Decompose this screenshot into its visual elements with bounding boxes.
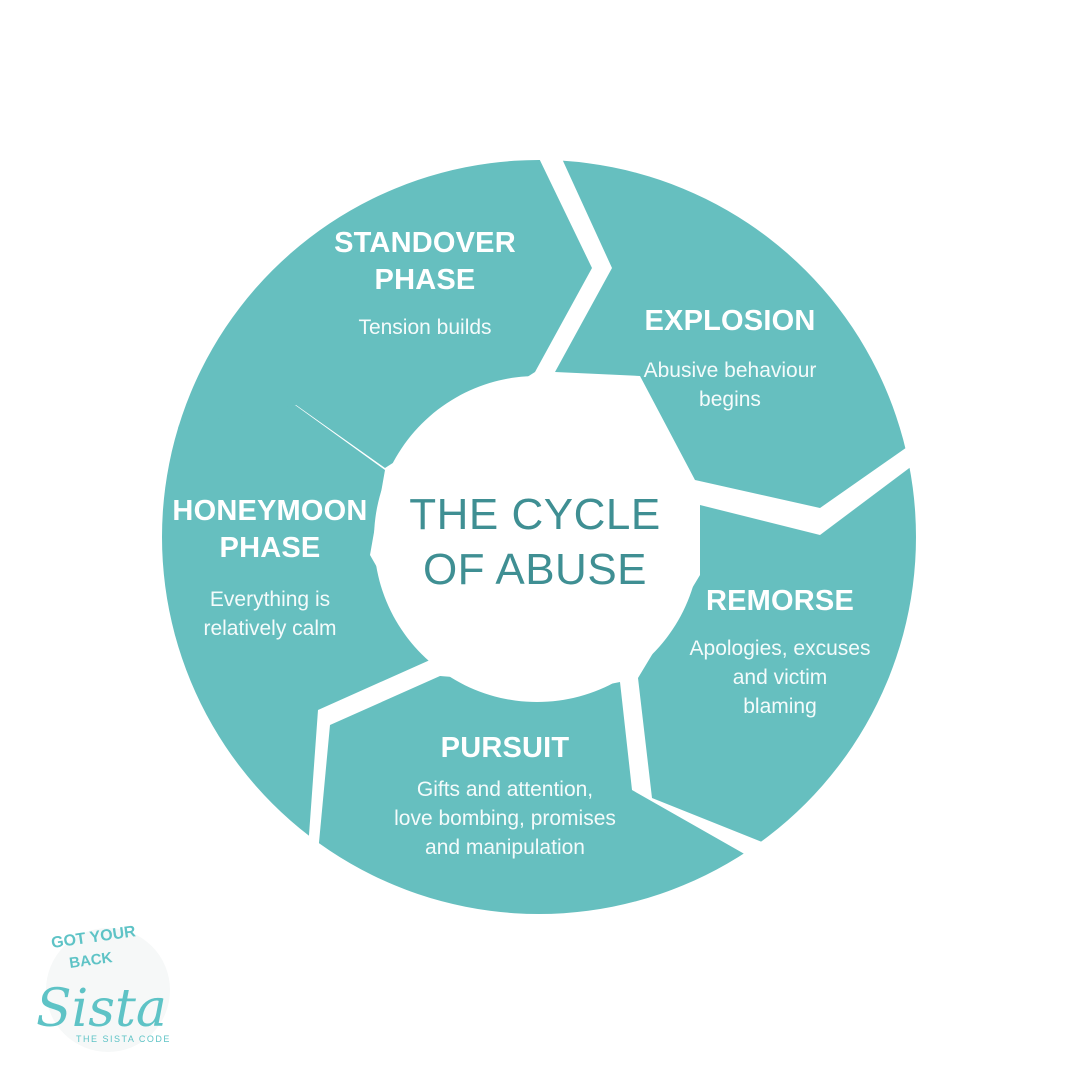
- phase-honeymoon-title: HONEYMOON PHASE: [172, 495, 368, 564]
- phase-standover-title: STANDOVER PHASE: [334, 227, 516, 296]
- phase-standover: STANDOVER PHASE Tension builds: [300, 225, 550, 342]
- phase-honeymoon: HONEYMOON PHASE Everything is relatively…: [165, 493, 375, 643]
- segment-pursuit: [308, 676, 748, 915]
- phase-remorse: REMORSE Apologies, excuses and victim bl…: [655, 583, 905, 721]
- phase-explosion-title: EXPLOSION: [644, 305, 816, 337]
- phase-explosion-description: Abusive behaviour begins: [643, 359, 817, 411]
- logo-graphic: GOT YOUR BACK Sista THE SISTA CODE: [36, 923, 171, 1052]
- phase-pursuit: PURSUIT Gifts and attention, love bombin…: [350, 730, 660, 862]
- phase-explosion: EXPLOSION Abusive behaviour begins: [605, 303, 855, 414]
- center-title: THE CYCLE OF ABUSE: [409, 490, 661, 594]
- phase-standover-description: Tension builds: [358, 316, 492, 339]
- phase-remorse-title: REMORSE: [705, 585, 855, 617]
- phase-remorse-description: Apologies, excuses and victim blaming: [689, 637, 871, 718]
- phase-pursuit-title: PURSUIT: [440, 732, 570, 764]
- logo-tagline: THE SISTA CODE: [76, 1034, 171, 1044]
- logo-line2: BACK: [68, 949, 113, 972]
- phase-honeymoon-description: Everything is relatively calm: [203, 588, 337, 640]
- got-your-back-sista-logo: GOT YOUR BACK Sista THE SISTA CODE: [28, 918, 198, 1058]
- phase-pursuit-description: Gifts and attention, love bombing, promi…: [394, 778, 616, 859]
- logo-script: Sista: [36, 979, 167, 1039]
